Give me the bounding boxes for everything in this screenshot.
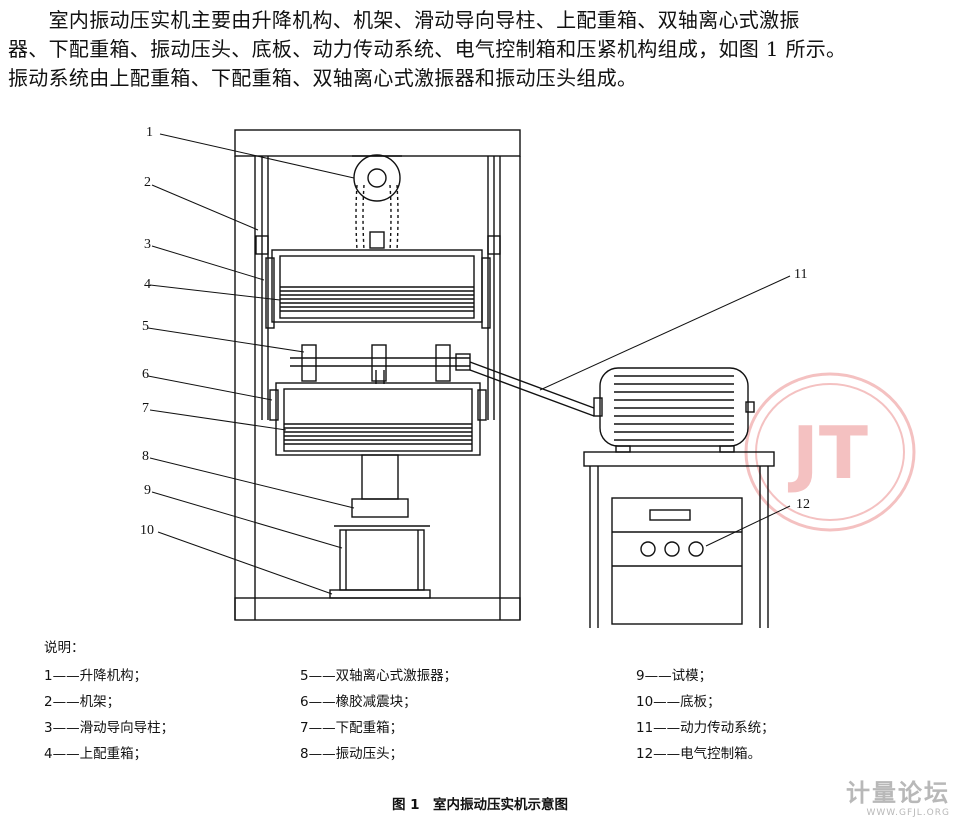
legend-item-10: 10——底板； bbox=[636, 694, 721, 710]
dual-shaft-exciter bbox=[290, 344, 471, 384]
callout-9: 9 bbox=[144, 483, 151, 498]
svg-text:JT: JT bbox=[787, 411, 868, 495]
callout-11: 11 bbox=[794, 267, 807, 282]
power-transmission bbox=[469, 361, 595, 417]
legend-item-6: 6——橡胶减震块； bbox=[300, 694, 417, 710]
legend-item-8: 8——振动压头； bbox=[300, 746, 404, 762]
callout-2: 2 bbox=[144, 175, 151, 190]
legend-item-12: 12——电气控制箱。 bbox=[636, 746, 762, 762]
figure-caption: 图 1 室内振动压实机示意图 bbox=[391, 797, 569, 813]
callout-4: 4 bbox=[144, 277, 151, 292]
callout-10: 10 bbox=[140, 523, 154, 538]
jt-logo-watermark: JT bbox=[744, 372, 916, 532]
callout-3: 3 bbox=[144, 237, 151, 252]
legend-title: 说明： bbox=[44, 640, 85, 656]
motor-stand bbox=[583, 451, 775, 628]
upper-weight-box bbox=[271, 249, 483, 323]
callout-6: 6 bbox=[142, 367, 149, 382]
callout-1: 1 bbox=[146, 125, 153, 140]
legend-item-9: 9——试模； bbox=[636, 668, 713, 684]
callout-numbers: 1 2 3 4 5 6 7 8 9 10 11 12 bbox=[140, 125, 810, 538]
legend-item-4: 4——上配重箱； bbox=[44, 746, 148, 762]
callout-5: 5 bbox=[142, 319, 149, 334]
legend-item-7: 7——下配重箱； bbox=[300, 720, 404, 736]
paragraph-line-3: 振动系统由上配重箱、下配重箱、双轴离心式激振器和振动压头组成。 bbox=[8, 66, 638, 90]
site-watermark: 计量论坛 WWW.GFJL.ORG bbox=[846, 773, 950, 818]
lower-weight-box bbox=[269, 382, 487, 456]
callout-12: 12 bbox=[796, 497, 810, 512]
lifting-mechanism bbox=[352, 154, 402, 251]
callout-8: 8 bbox=[142, 449, 149, 464]
callout-7: 7 bbox=[142, 401, 149, 416]
motor bbox=[593, 367, 755, 453]
legend-item-5: 5——双轴离心式激振器； bbox=[300, 668, 458, 684]
legend-item-2: 2——机架； bbox=[44, 694, 121, 710]
frame bbox=[234, 129, 521, 621]
site-url: WWW.GFJL.ORG bbox=[866, 808, 950, 818]
test-mold bbox=[334, 525, 430, 591]
leader-lines bbox=[147, 133, 791, 595]
legend-item-3: 3——滑动导向导柱； bbox=[44, 720, 175, 736]
electrical-control-box bbox=[611, 497, 743, 625]
intro-paragraph: 室内振动压实机主要由升降机构、机架、滑动导向导柱、上配重箱、双轴离心式激振 器、… bbox=[8, 6, 952, 93]
vibrating-head bbox=[351, 454, 409, 518]
legend-item-1: 1——升降机构； bbox=[44, 668, 148, 684]
base-plate bbox=[329, 589, 431, 599]
paragraph-line-1: 室内振动压实机主要由升降机构、机架、滑动导向导柱、上配重箱、双轴离心式激振 bbox=[8, 8, 800, 32]
site-name: 计量论坛 bbox=[846, 779, 950, 807]
paragraph-line-2: 器、下配重箱、振动压头、底板、动力传动系统、电气控制箱和压紧机构组成，如图 1 … bbox=[8, 37, 847, 61]
legend-item-11: 11——动力传动系统； bbox=[636, 720, 775, 736]
